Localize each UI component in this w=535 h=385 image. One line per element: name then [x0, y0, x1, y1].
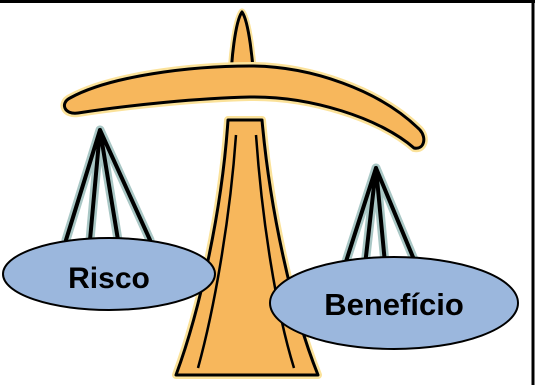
left-pan-ropes — [61, 125, 155, 245]
right-pan-ropes — [337, 163, 425, 279]
scale-post-highlight — [196, 134, 238, 369]
right-pan: Benefício — [269, 256, 519, 350]
right-pan-label: Benefício — [324, 287, 464, 322]
left-pan-label: Risco — [68, 262, 150, 295]
left-pan: Risco — [2, 237, 216, 311]
balance-scale-icon: Risco Benefício — [2, 8, 519, 379]
